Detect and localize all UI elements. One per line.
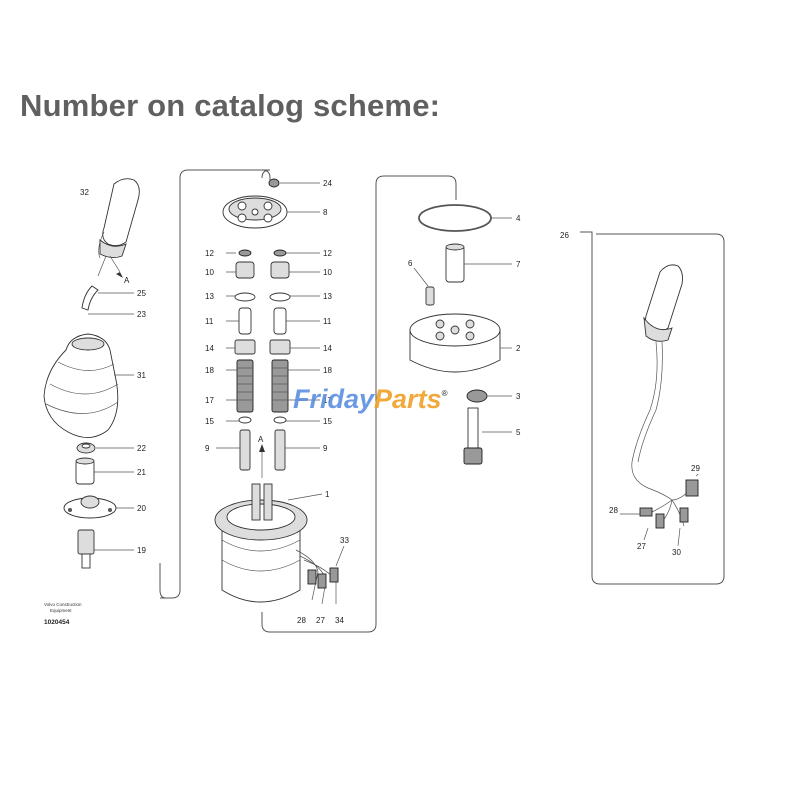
page-title: Number on catalog scheme: [20,88,441,123]
callout-22: 22 [137,444,146,453]
callout-33: 33 [340,536,349,545]
callout-31: 31 [137,371,146,380]
bolt-5 [463,407,512,465]
callout-18-left: 18 [205,366,214,375]
nut-22 [76,442,134,454]
callout-2: 2 [516,344,521,353]
boot-31 [43,333,134,438]
callout-3: 3 [516,392,521,401]
callout-6: 6 [408,259,413,268]
svg-text:Equipment: Equipment [50,608,72,613]
callout-7: 7 [516,260,521,269]
svg-text:FridayParts®: FridayParts® [293,384,448,414]
callout-20: 20 [137,504,146,513]
callout-labels: 32 A 25 23 31 22 21 20 19 24 8 12 12 10 … [80,179,700,625]
right-frame [580,231,725,585]
oring-4 [418,204,512,232]
callout-28-center: 28 [297,616,306,625]
catalog-note: Volvo Construction Equipment 1020454 [44,602,82,626]
left-valve-stack [216,249,256,471]
plate-20 [63,495,134,519]
sleeve-21 [75,457,134,485]
callout-13-right: 13 [323,292,332,301]
callout-15-right: 15 [323,417,332,426]
handle-26 [620,264,699,547]
callout-26: 26 [560,231,569,240]
svg-text:1020454: 1020454 [44,619,70,626]
bushing-7 [445,243,512,283]
callout-11-right: 11 [323,317,332,326]
callout-24: 24 [323,179,332,188]
callout-9-right: 9 [323,444,328,453]
callout-A-center: A [258,435,264,444]
callout-21: 21 [137,468,146,477]
callout-32: 32 [80,188,89,197]
callout-29: 29 [691,464,700,473]
callout-13-left: 13 [205,292,214,301]
shaft-19 [77,529,134,569]
callout-1: 1 [325,490,330,499]
callout-28-right: 28 [609,506,618,515]
callout-23: 23 [137,310,146,319]
callout-10-left: 10 [205,268,214,277]
pin-6 [413,267,435,306]
handle-32 [97,178,140,278]
svg-text:Volvo Construction: Volvo Construction [44,602,82,607]
callout-30: 30 [672,548,681,557]
callout-14-right: 14 [323,344,332,353]
callout-5: 5 [516,428,521,437]
nut-3 [466,389,512,403]
callout-8: 8 [323,208,328,217]
screw-24 [268,178,320,188]
pin-25 [81,285,134,315]
right-valve-stack [269,249,320,471]
callout-10-right: 10 [323,268,332,277]
callout-11-left: 11 [205,317,214,326]
callout-27-center: 27 [316,616,325,625]
callout-15-left: 15 [205,417,214,426]
callout-12-right: 12 [323,249,332,258]
callout-14-left: 14 [205,344,214,353]
callout-9-left: 9 [205,444,210,453]
callout-4: 4 [516,214,521,223]
callout-12-left: 12 [205,249,214,258]
watermark-logo: FridayParts® [293,384,448,414]
center-frame [160,169,271,599]
callout-19: 19 [137,546,146,555]
housing-1 [214,483,345,605]
callout-17-right: 17 [323,396,332,405]
callout-A-left: A [124,276,130,285]
middle-frame [261,175,457,633]
plate-8 [222,195,320,229]
callout-18-right: 18 [323,366,332,375]
callout-17-left: 17 [205,396,214,405]
callout-25: 25 [137,289,146,298]
plate-2 [409,313,512,373]
callout-27-right: 27 [637,542,646,551]
callout-34: 34 [335,616,344,625]
